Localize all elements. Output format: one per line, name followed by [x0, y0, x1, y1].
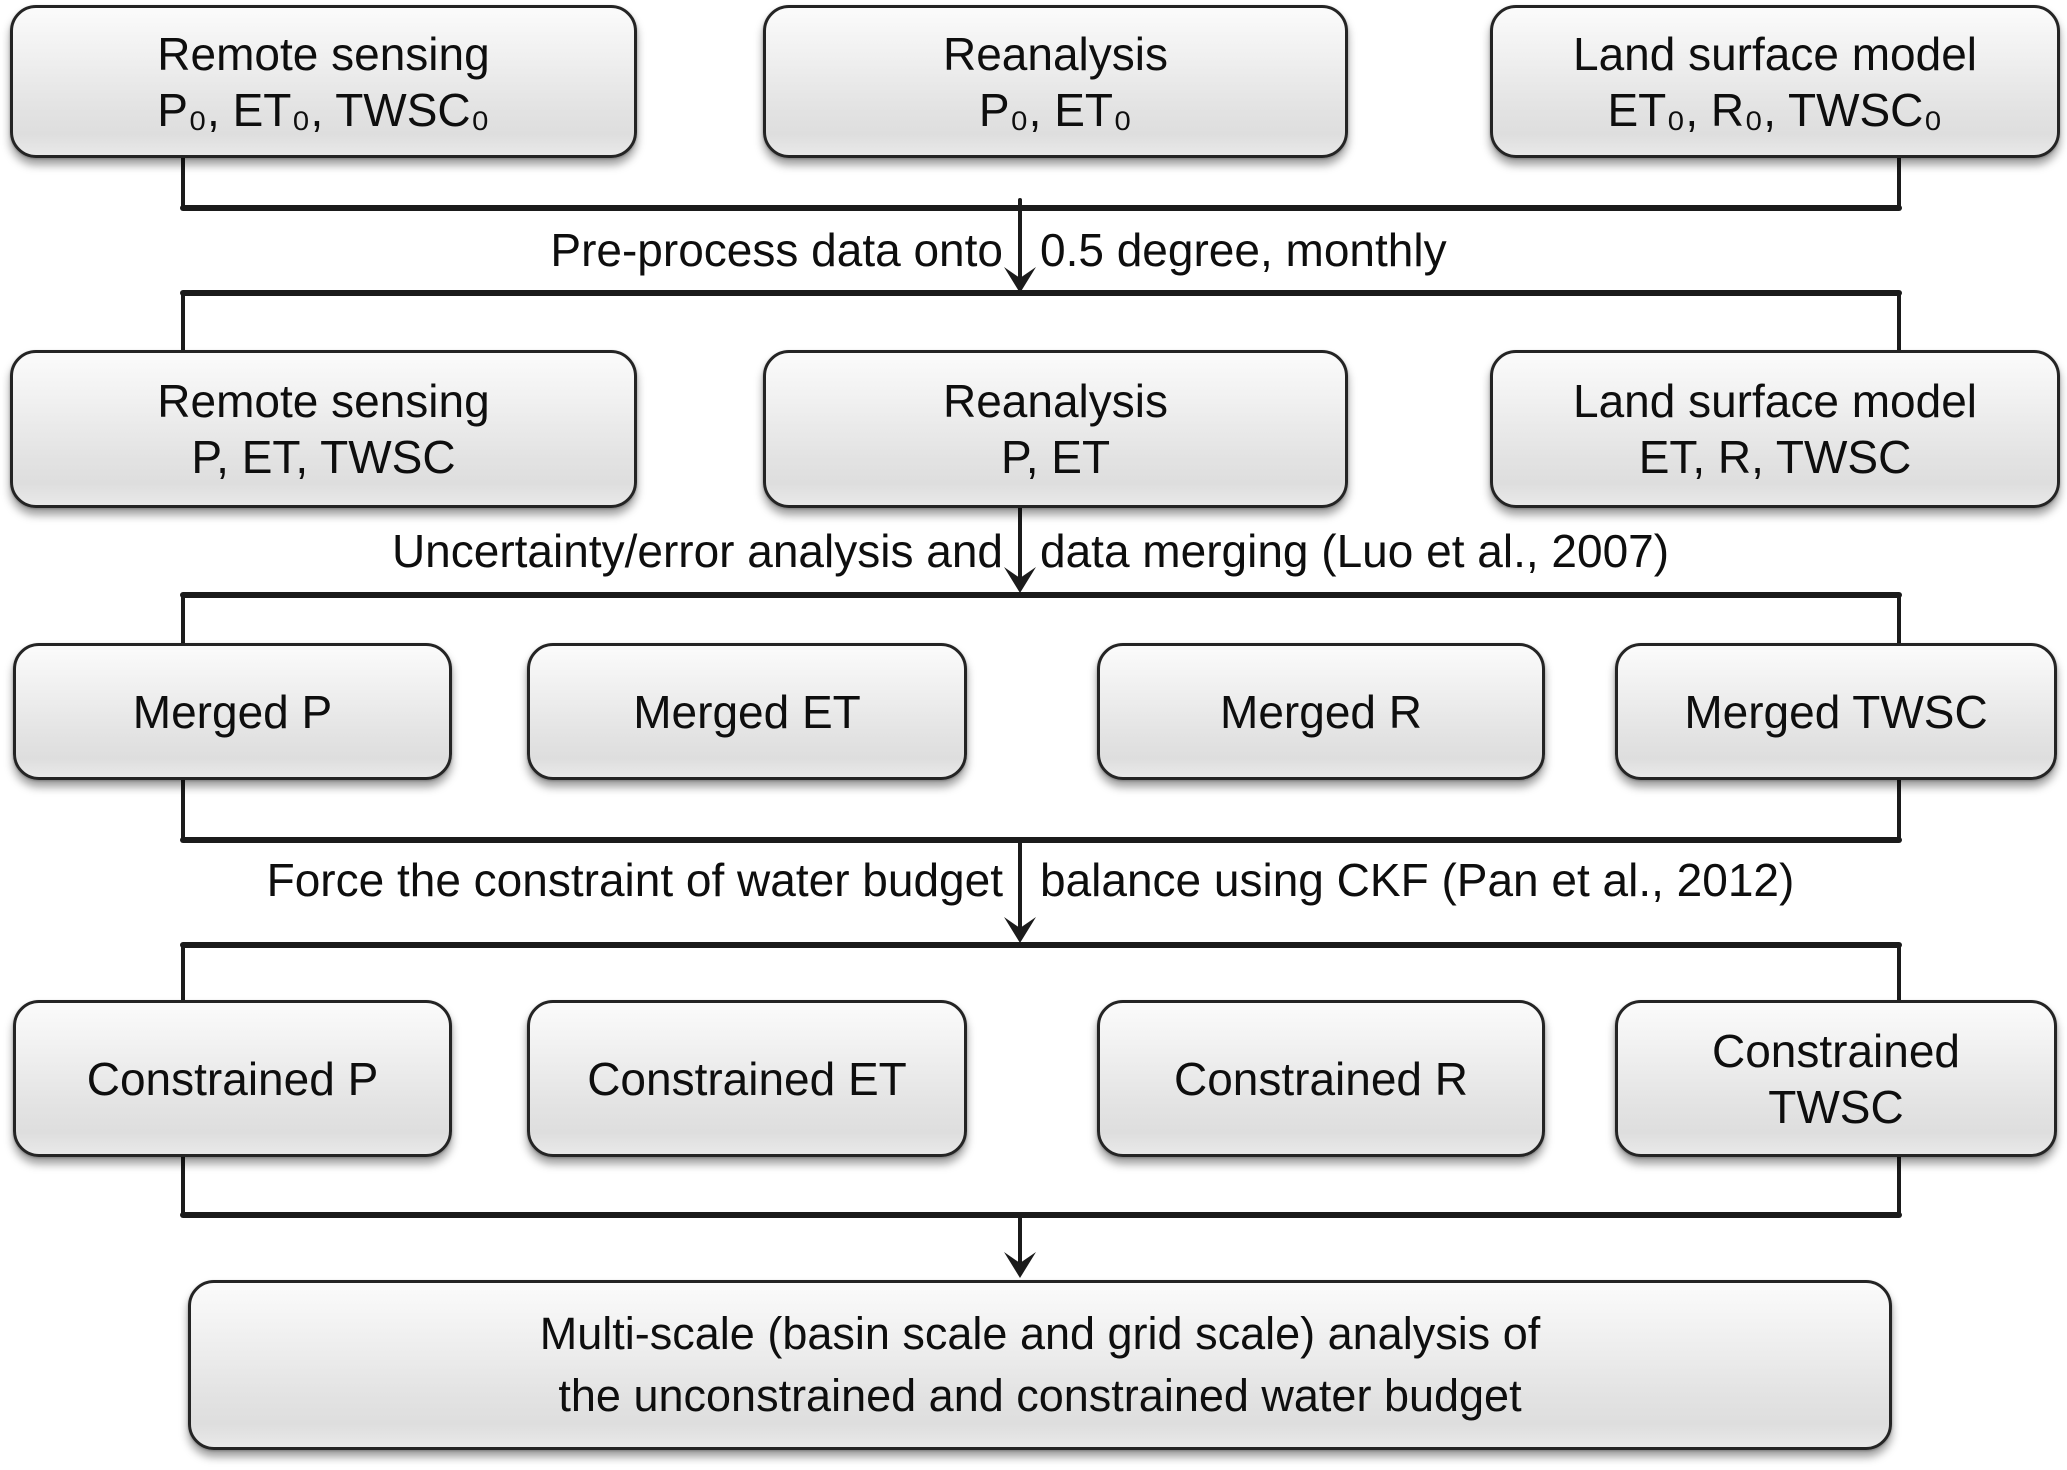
arrowhead-1 — [1004, 267, 1036, 293]
final-box-line2: the unconstrained and constrained water … — [558, 1370, 1522, 1421]
arrowhead-4 — [1004, 1252, 1036, 1278]
connector-thick-lines — [180, 205, 1902, 1218]
arrowheads — [1004, 267, 1036, 1278]
arrowhead-2 — [1004, 567, 1036, 593]
box-title: Remote sensing — [157, 375, 490, 427]
label-preprocess-left: Pre-process data onto — [550, 224, 1003, 276]
box-multiscale-analysis: Multi-scale (basin scale and grid scale)… — [188, 1280, 1892, 1450]
label-constrain-right: balance using CKF (Pan et al., 2012) — [1040, 854, 1795, 906]
final-box-line1: Multi-scale (basin scale and grid scale)… — [539, 1308, 1541, 1359]
connector-thin-lines — [181, 152, 1901, 1268]
label-constrain: Force the constraint of water budget bal… — [0, 850, 2067, 910]
label-constrain-left: Force the constraint of water budget — [266, 854, 1003, 906]
box-merged-twsc: Merged TWSC — [1615, 643, 2057, 780]
box-reanalysis-processed: Reanalysis P, ET — [763, 350, 1348, 508]
box-title: Land surface model — [1572, 27, 1978, 80]
box-constrained-twsc: Constrained TWSC — [1615, 1000, 2057, 1157]
label-merge: Uncertainty/error analysis and data merg… — [0, 521, 2067, 581]
box-constrained-p: Constrained P — [13, 1000, 452, 1157]
box-title: Merged TWSC — [1684, 685, 1988, 738]
box-title: Constrained R — [1173, 1052, 1469, 1105]
label-preprocess-right: 0.5 degree, monthly — [1040, 224, 1447, 276]
box-merged-r: Merged R — [1097, 643, 1545, 780]
box-title: Merged R — [1220, 685, 1422, 738]
box-land-surface-model-initial: Land surface model ET₀, R₀, TWSC₀ — [1490, 5, 2060, 158]
box-title: Merged ET — [633, 685, 861, 738]
box-title: Reanalysis — [943, 27, 1168, 80]
box-title: Merged P — [132, 685, 333, 738]
box-title: Constrained P — [86, 1052, 379, 1105]
box-remote-sensing-initial: Remote sensing P₀, ET₀, TWSC₀ — [10, 5, 637, 158]
box-constrained-et: Constrained ET — [527, 1000, 967, 1157]
box-title-line2: TWSC — [1768, 1080, 1904, 1133]
box-constrained-r: Constrained R — [1097, 1000, 1545, 1157]
label-merge-right: data merging (Luo et al., 2007) — [1040, 525, 1670, 577]
arrowhead-3 — [1004, 917, 1036, 943]
label-merge-left: Uncertainty/error analysis and — [391, 525, 1003, 577]
box-title: Constrained ET — [587, 1052, 907, 1105]
box-variables: P₀, ET₀, TWSC₀ — [157, 83, 490, 136]
box-title: Constrained — [1711, 1024, 1961, 1077]
box-variables: P₀, ET₀ — [978, 83, 1133, 136]
box-merged-et: Merged ET — [527, 643, 967, 780]
box-reanalysis-initial: Reanalysis P₀, ET₀ — [763, 5, 1348, 158]
label-preprocess: Pre-process data onto 0.5 degree, monthl… — [0, 220, 2067, 280]
box-variables: P, ET, TWSC — [191, 431, 456, 483]
box-title: Land surface model — [1572, 375, 1978, 427]
box-land-surface-model-processed: Land surface model ET, R, TWSC — [1490, 350, 2060, 508]
box-variables: ET, R, TWSC — [1638, 431, 1912, 483]
box-title: Remote sensing — [157, 27, 490, 80]
box-remote-sensing-processed: Remote sensing P, ET, TWSC — [10, 350, 637, 508]
box-variables: P, ET — [1000, 431, 1111, 483]
box-merged-p: Merged P — [13, 643, 452, 780]
box-title: Reanalysis — [943, 375, 1168, 427]
box-variables: ET₀, R₀, TWSC₀ — [1607, 83, 1943, 136]
